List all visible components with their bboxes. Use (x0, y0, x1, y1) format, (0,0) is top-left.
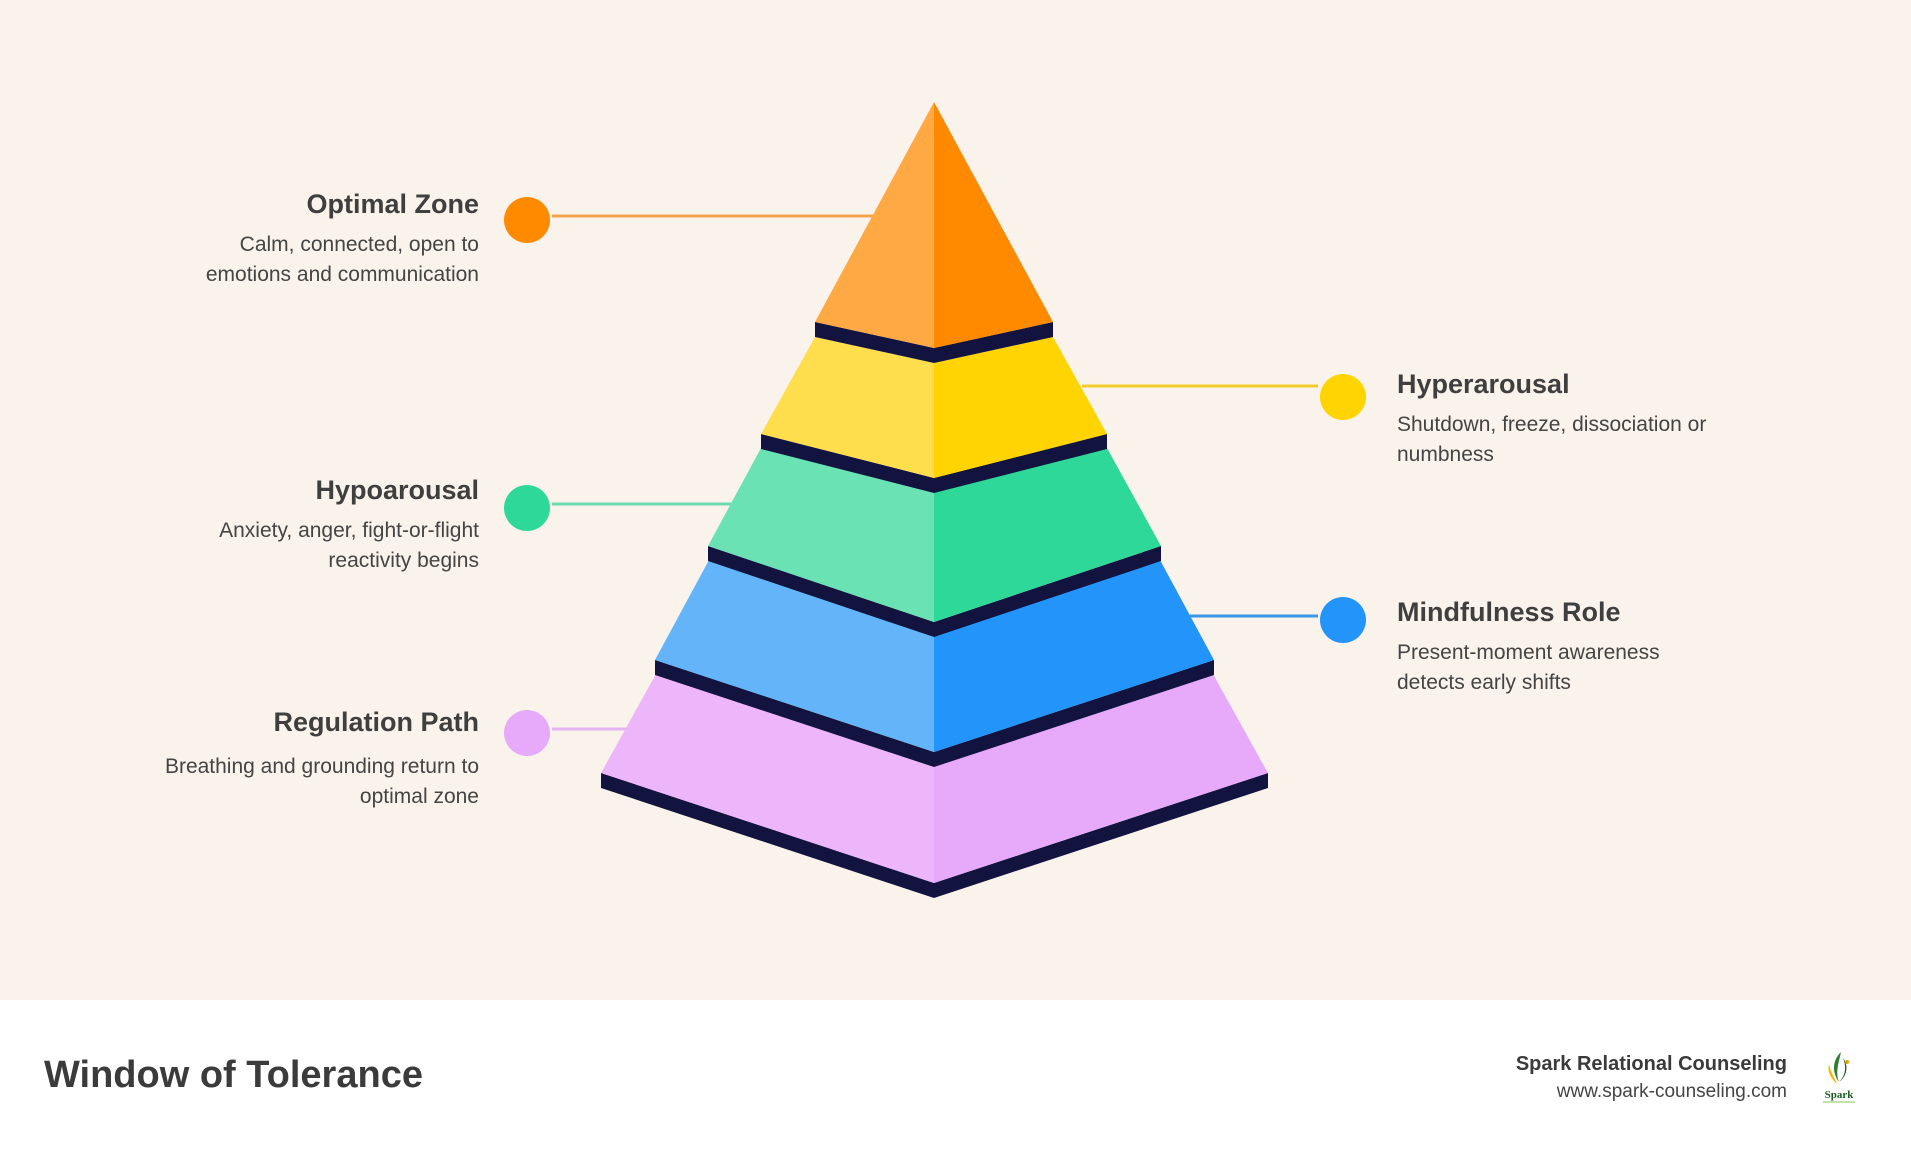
label-description: Calm, connected, open to emotions and co… (119, 230, 479, 290)
label-description: Breathing and grounding return to optima… (79, 752, 479, 812)
label-hyperarousal: Hyperarousal Shutdown, freeze, dissociat… (1397, 368, 1797, 470)
marker-dot-optimal (504, 197, 550, 243)
pyramid-level-optimal (815, 102, 1053, 363)
desc-line: Breathing and grounding return to (164, 755, 479, 778)
label-mindfulness-role: Mindfulness Role Present-moment awarenes… (1397, 596, 1797, 698)
desc-line: Anxiety, anger, fight-or-flight (219, 519, 479, 542)
brand-url[interactable]: www.spark-counseling.com (1556, 1081, 1787, 1102)
desc-line: detects early shifts (1397, 671, 1571, 694)
desc-line: optimal zone (359, 785, 479, 808)
footer: Window of Tolerance Spark Relational Cou… (0, 1000, 1911, 1160)
label-optimal-zone: Optimal Zone Calm, connected, open to em… (119, 188, 479, 290)
desc-line: numbness (1397, 443, 1494, 466)
pyramid-diagram (504, 102, 1366, 898)
label-description: Anxiety, anger, fight-or-flight reactivi… (119, 516, 479, 576)
marker-dot-hypo (504, 485, 550, 531)
label-hypoarousal: Hypoarousal Anxiety, anger, fight-or-fli… (119, 474, 479, 576)
label-title: Regulation Path (273, 707, 479, 737)
label-title: Hypoarousal (315, 475, 479, 505)
label-description: Shutdown, freeze, dissociation or numbne… (1397, 410, 1797, 470)
page-title: Window of Tolerance (44, 1054, 423, 1096)
label-regulation-path: Regulation Path Breathing and grounding … (79, 706, 479, 812)
desc-line: Calm, connected, open to (239, 233, 479, 256)
label-title: Optimal Zone (306, 189, 479, 219)
pyramid-level-regulation (601, 674, 1268, 898)
desc-line: Shutdown, freeze, dissociation or (1397, 413, 1707, 436)
marker-dot-regulation (504, 710, 550, 756)
brand-block: Spark Relational Counseling www.spark-co… (1516, 1050, 1787, 1106)
marker-dot-mindful (1320, 597, 1366, 643)
label-description: Present-moment awareness detects early s… (1397, 638, 1797, 698)
label-title: Hyperarousal (1397, 369, 1570, 399)
desc-line: reactivity begins (328, 549, 479, 572)
pyramid-level-mindful (655, 560, 1214, 767)
brand-name: Spark Relational Counseling (1515, 1053, 1787, 1075)
spark-logo-icon: Spark (1823, 1052, 1855, 1103)
diagram-area: Optimal Zone Calm, connected, open to em… (79, 102, 1797, 898)
desc-line: Present-moment awareness (1397, 641, 1660, 664)
pyramid-level-hyper (761, 337, 1107, 493)
pyramid-level-hypo (708, 448, 1161, 637)
logo-text: Spark (1825, 1089, 1855, 1101)
marker-dot-hyper (1320, 374, 1366, 420)
label-title: Mindfulness Role (1397, 597, 1621, 627)
desc-line: emotions and communication (205, 263, 479, 286)
